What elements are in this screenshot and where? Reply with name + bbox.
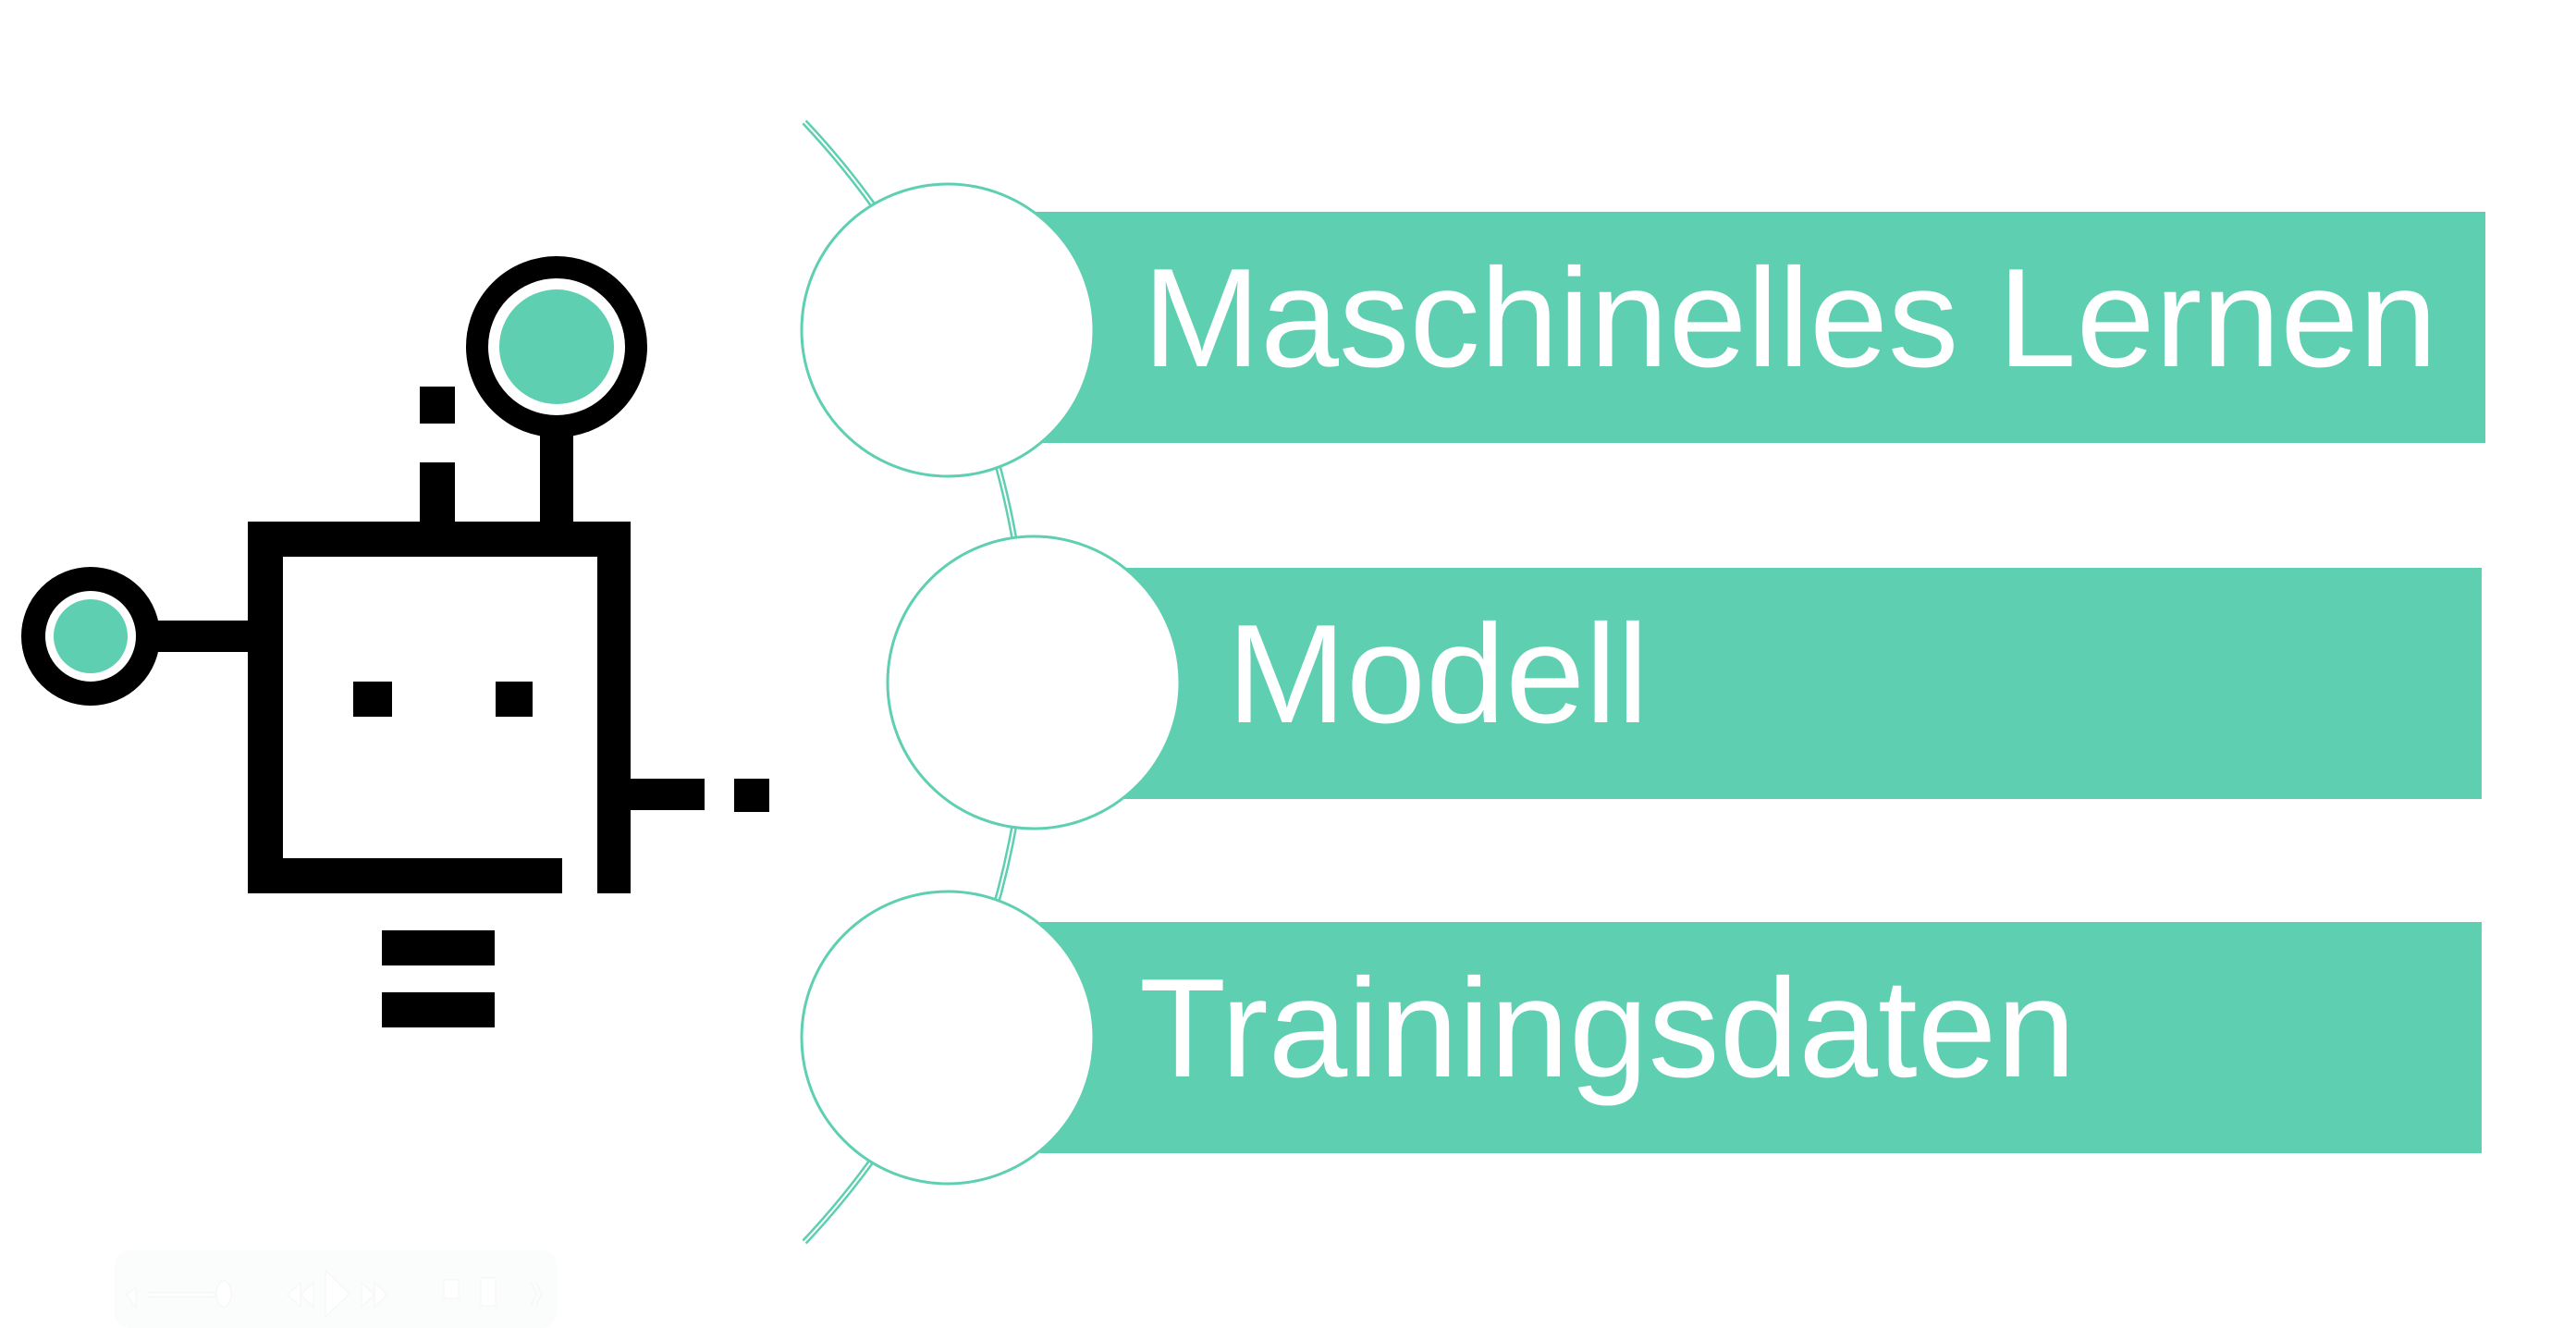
eye-left <box>353 682 392 717</box>
right-arm <box>631 779 705 810</box>
item-bar <box>1122 568 2482 799</box>
fast-forward-icon[interactable] <box>361 1281 388 1309</box>
volume-handle[interactable] <box>215 1280 232 1308</box>
item-label: Maschinelles Lernen <box>1143 240 2437 397</box>
picture-in-picture-icon[interactable] <box>480 1277 497 1307</box>
robot-icon <box>21 256 769 1027</box>
item-bar <box>1040 922 2482 1153</box>
volume-icon[interactable] <box>126 1285 137 1310</box>
body-bottom <box>248 858 562 893</box>
antenna-dot <box>420 387 455 424</box>
antenna-ball <box>499 289 614 404</box>
item-label: Modell <box>1227 596 1649 753</box>
antenna-stick <box>540 427 573 523</box>
body-top <box>248 522 631 557</box>
item-circle <box>800 182 1096 478</box>
expand-icon[interactable] <box>530 1281 543 1307</box>
list-item: Maschinelles Lernen <box>800 182 2485 478</box>
play-icon[interactable] <box>325 1269 350 1319</box>
item-bar <box>1024 212 2485 443</box>
list-item: Modell <box>886 535 2482 830</box>
volume-slider[interactable] <box>147 1292 215 1297</box>
media-controls[interactable] <box>115 1250 557 1328</box>
ear-ball <box>54 599 128 673</box>
base-bar <box>382 930 495 965</box>
antenna-ring <box>466 256 647 437</box>
left-arm <box>148 621 250 652</box>
item-circle <box>800 890 1096 1186</box>
list-item: Trainingsdaten <box>800 890 2482 1186</box>
body-right <box>597 522 631 893</box>
item-label: Trainingsdaten <box>1139 950 2076 1107</box>
base-bar <box>382 992 495 1027</box>
antenna-stick-left <box>420 462 455 523</box>
eye-right <box>496 682 533 717</box>
item-circle <box>886 535 1182 830</box>
airplay-icon[interactable] <box>443 1279 460 1299</box>
body-left <box>248 522 283 893</box>
rewind-icon[interactable] <box>287 1281 314 1309</box>
right-arm-dot <box>734 779 769 812</box>
